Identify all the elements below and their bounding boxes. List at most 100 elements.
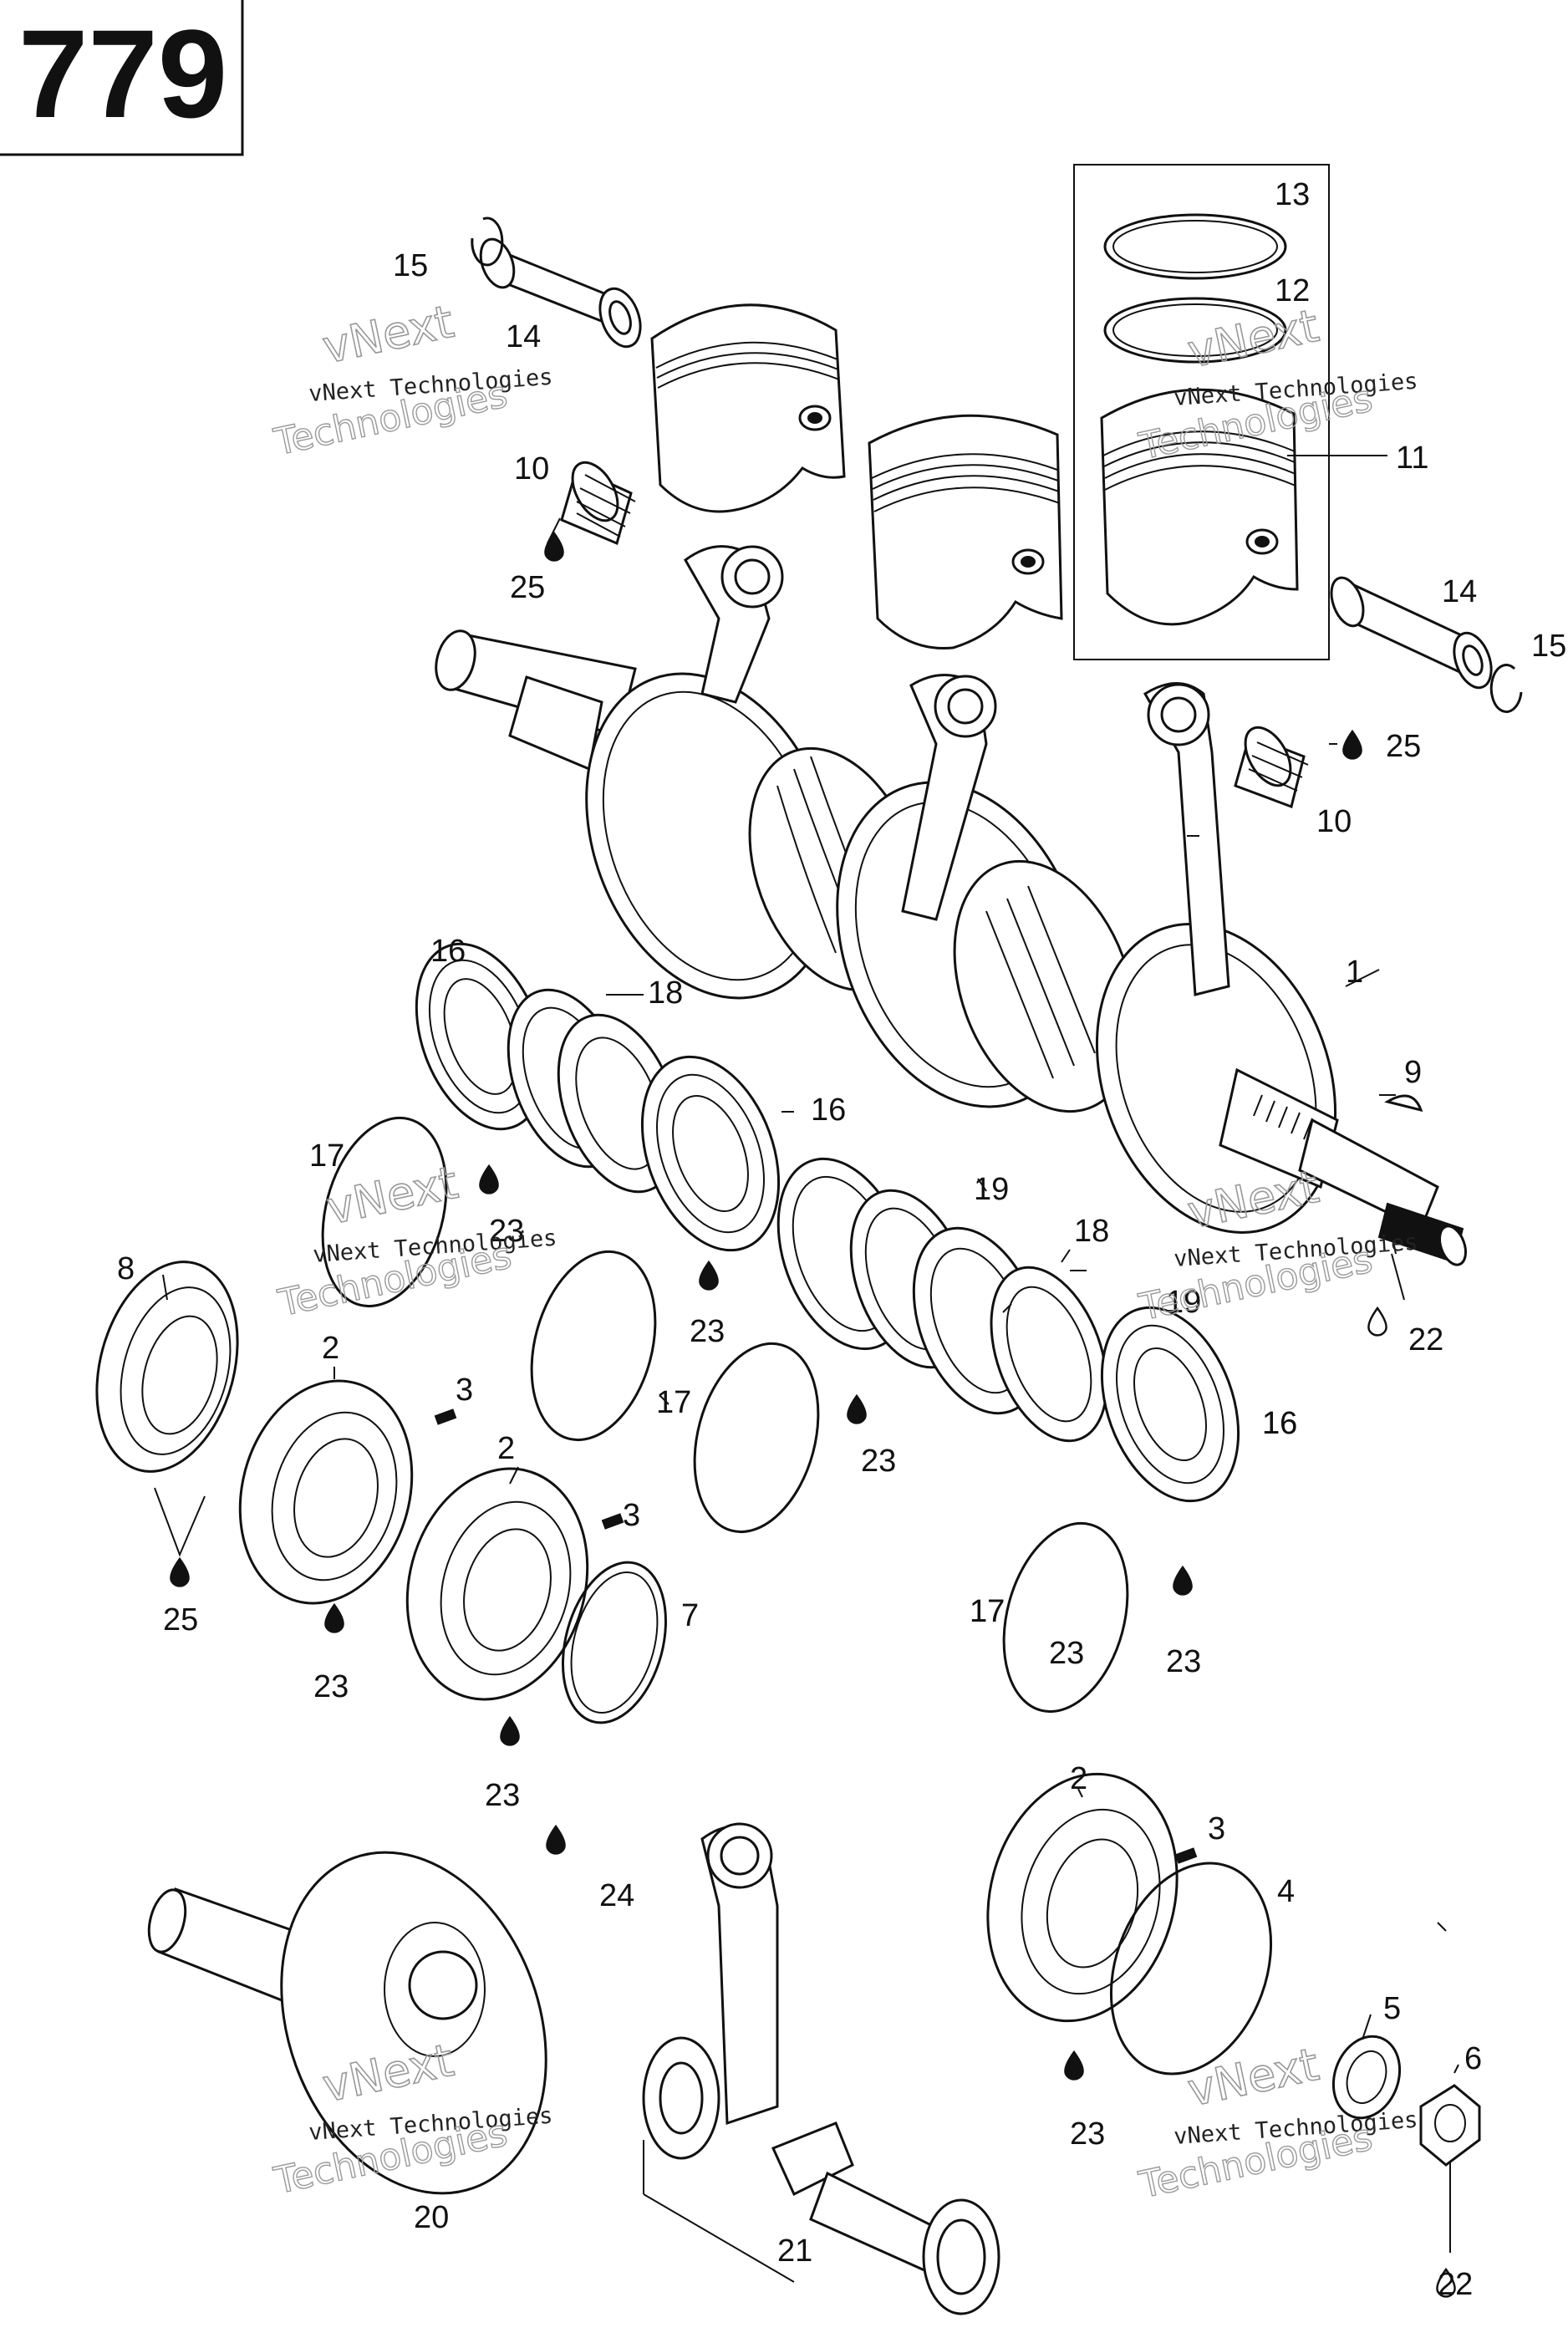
o-ring-c	[693, 1342, 820, 1534]
crankshaft-half-pto	[147, 1851, 547, 2195]
o-ring-d	[1002, 1521, 1129, 1714]
piston-right	[1100, 388, 1299, 626]
main-bearing-right	[1100, 1306, 1240, 1503]
callout-label-23: 23	[1049, 1636, 1084, 1671]
grease-drop-icon	[1367, 1306, 1387, 1337]
oil-drop-icon	[1342, 729, 1362, 760]
callout-label-17: 17	[309, 1138, 344, 1174]
oil-drop-icon	[546, 1824, 566, 1855]
callout-label-25: 25	[510, 570, 545, 605]
callout-label-14: 14	[1442, 574, 1477, 609]
callout-label-10: 10	[514, 451, 549, 486]
callout-label-23: 23	[861, 1444, 896, 1479]
main-bearing-left	[640, 1055, 781, 1252]
oil-drop-icon	[544, 531, 564, 562]
callout-label-11: 11	[1396, 441, 1428, 476]
callout-label-16: 16	[1262, 1406, 1297, 1441]
needle-bearing-right	[1234, 726, 1309, 808]
circlip-left	[471, 216, 504, 267]
callout-label-4: 4	[1277, 1874, 1295, 1909]
leader-lines	[154, 455, 1459, 2283]
callout-label-23: 23	[1166, 1644, 1201, 1679]
callout-label-15: 15	[1531, 629, 1566, 664]
callout-label-25: 25	[1386, 729, 1421, 764]
callout-label-14: 14	[506, 319, 541, 354]
callout-label-19: 19	[974, 1172, 1009, 1207]
shim-washer	[1109, 1862, 1273, 2076]
dowel-pin-c	[1174, 1847, 1198, 1864]
page-number-box: 779	[0, 0, 244, 156]
oil-drop-icon	[1173, 1565, 1193, 1596]
callout-label-17: 17	[656, 1385, 691, 1420]
callout-label-17: 17	[970, 1594, 1005, 1629]
oil-drop-icon	[1064, 2050, 1084, 2081]
callout-label-5: 5	[1383, 1991, 1401, 2026]
callout-label-23: 23	[313, 1669, 349, 1704]
oil-drop-icon	[500, 1715, 520, 1746]
ball-bearing-a	[238, 1379, 414, 1605]
oil-drop-icon	[479, 1164, 499, 1194]
piston-ring-second	[1103, 297, 1287, 364]
oil-drop-icon	[847, 1393, 867, 1424]
watermark-vnext: vNext	[318, 295, 458, 374]
callout-label-18: 18	[1074, 1214, 1109, 1249]
grease-drop-icon	[1436, 2267, 1456, 2298]
woodruff-key	[1384, 1094, 1423, 1113]
piston-group-box	[1073, 164, 1330, 660]
callout-label-13: 13	[1275, 177, 1310, 212]
callout-label-19: 19	[1166, 1285, 1201, 1320]
callout-label-16: 16	[811, 1093, 846, 1128]
callout-label-24: 24	[599, 1878, 634, 1913]
oil-drop-icon	[699, 1260, 719, 1291]
connecting-rod-assembly	[642, 1822, 1000, 2315]
callout-label-7: 7	[681, 1598, 699, 1633]
page-number: 779	[18, 3, 227, 144]
callout-label-23: 23	[1070, 2116, 1105, 2152]
callout-label-18: 18	[648, 975, 683, 1011]
callout-label-2: 2	[322, 1331, 339, 1366]
callout-label-6: 6	[1464, 2041, 1482, 2076]
seal-ring-pack-right	[912, 1226, 1108, 1443]
hex-nut	[1419, 2084, 1481, 2167]
callout-label-2: 2	[497, 1431, 515, 1466]
oil-drop-icon	[324, 1602, 344, 1633]
callout-label-3: 3	[1208, 1811, 1225, 1846]
dowel-pin-a	[434, 1408, 457, 1425]
oil-drop-icon	[170, 1556, 190, 1587]
callout-label-23: 23	[690, 1314, 725, 1349]
watermark-vnext: vNext	[1184, 2038, 1323, 2116]
needle-bearing-left	[560, 461, 636, 546]
ball-bearing-b	[405, 1467, 589, 1701]
callout-label-10: 10	[1316, 804, 1352, 839]
callout-label-22: 22	[1408, 1322, 1443, 1357]
piston-left	[650, 303, 846, 513]
o-ring-a	[321, 1116, 448, 1308]
callout-label-23: 23	[489, 1214, 524, 1249]
oil-seal-pto	[95, 1261, 239, 1473]
callout-label-21: 21	[777, 2233, 812, 2269]
lock-washer	[1331, 2035, 1402, 2120]
callout-label-8: 8	[117, 1251, 135, 1286]
callout-label-1: 1	[1346, 955, 1363, 990]
o-ring-b	[530, 1250, 657, 1442]
callout-label-15: 15	[393, 248, 428, 283]
callout-label-16: 16	[430, 934, 466, 969]
callout-label-16: 16	[1262, 1406, 1297, 1441]
callout-label-9: 9	[1404, 1055, 1422, 1090]
callout-label-12: 12	[1275, 273, 1310, 308]
retaining-ring	[562, 1561, 667, 1724]
piston-pin-right	[1330, 576, 1493, 690]
watermark-vnext: vNext	[1184, 299, 1323, 378]
callout-label-17: 17	[970, 1594, 1005, 1629]
callout-label-20: 20	[414, 2200, 449, 2235]
callout-label-2: 2	[1070, 1761, 1087, 1796]
piston-center	[868, 414, 1063, 650]
circlip-right	[1489, 664, 1523, 714]
callout-label-3: 3	[623, 1498, 640, 1533]
callout-label-3: 3	[456, 1373, 473, 1408]
crankshaft-assembly	[435, 545, 1468, 1266]
callout-label-23: 23	[485, 1778, 520, 1813]
callout-label-22: 22	[1438, 2267, 1473, 2302]
